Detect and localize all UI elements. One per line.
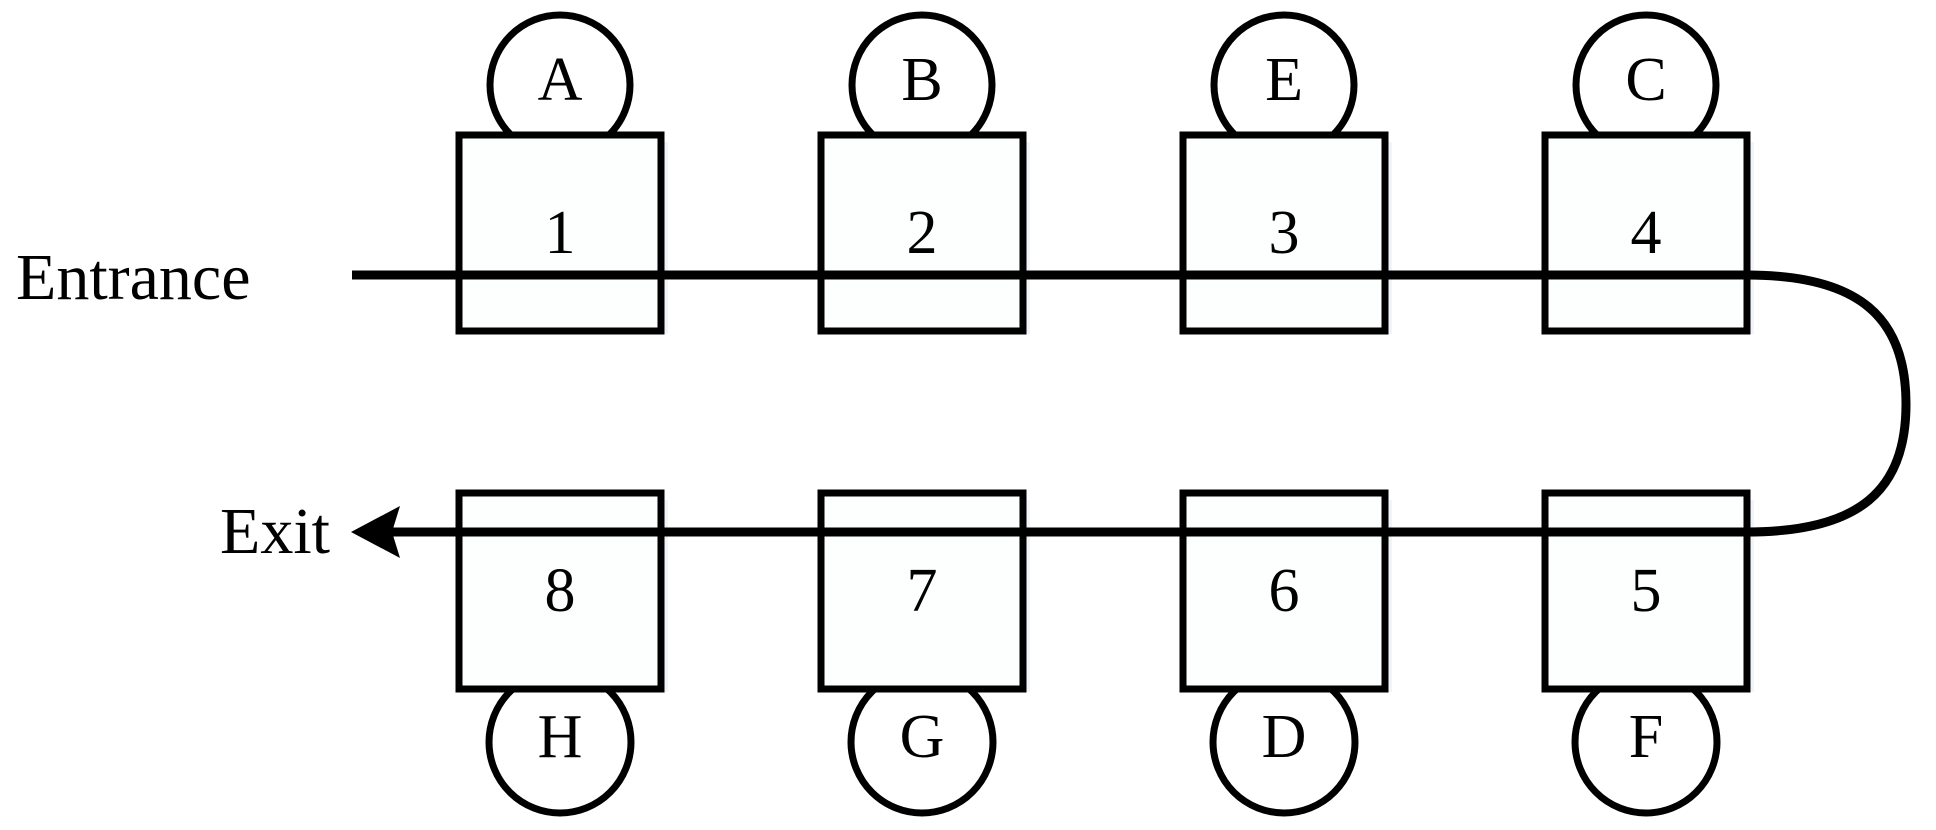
bottom-row-circles xyxy=(485,667,1721,817)
station-box-4[interactable] xyxy=(1541,131,1751,335)
station-letter-D: D xyxy=(1262,703,1307,771)
station-number-8: 8 xyxy=(545,557,576,625)
station-letter-F: F xyxy=(1629,703,1663,771)
entrance-label: Entrance xyxy=(16,241,251,314)
station-letter-G: G xyxy=(900,703,945,771)
station-number-4: 4 xyxy=(1631,199,1662,267)
top-row-box-numbers: 1 2 3 4 xyxy=(545,199,1662,267)
station-box-6[interactable] xyxy=(1179,489,1389,693)
station-number-1: 1 xyxy=(545,199,576,267)
station-number-2: 2 xyxy=(907,199,938,267)
station-number-3: 3 xyxy=(1269,199,1300,267)
bottom-row-circle-letters: H G D F xyxy=(538,703,1664,771)
station-box-1[interactable] xyxy=(455,131,665,335)
station-number-7: 7 xyxy=(907,557,938,625)
bottom-row-box-numbers: 8 7 6 5 xyxy=(545,557,1662,625)
exit-arrow-icon xyxy=(351,506,400,558)
station-box-5[interactable] xyxy=(1541,489,1751,693)
top-row-circles xyxy=(486,11,1720,159)
station-box-3[interactable] xyxy=(1179,131,1389,335)
station-box-2[interactable] xyxy=(817,131,1027,335)
station-number-5: 5 xyxy=(1631,557,1662,625)
station-box-8[interactable] xyxy=(455,489,665,693)
station-letter-E: E xyxy=(1265,46,1303,114)
station-letter-B: B xyxy=(901,46,942,114)
station-letter-C: C xyxy=(1625,46,1666,114)
station-number-6: 6 xyxy=(1269,557,1300,625)
top-row-boxes xyxy=(455,131,1751,335)
station-letter-A: A xyxy=(538,46,583,114)
conveyor-path xyxy=(352,270,1911,537)
bottom-row-boxes xyxy=(455,489,1751,693)
top-row-circle-letters: A B E C xyxy=(538,46,1667,114)
station-letter-H: H xyxy=(538,703,583,771)
station-box-7[interactable] xyxy=(817,489,1027,693)
exit-label: Exit xyxy=(220,495,330,568)
